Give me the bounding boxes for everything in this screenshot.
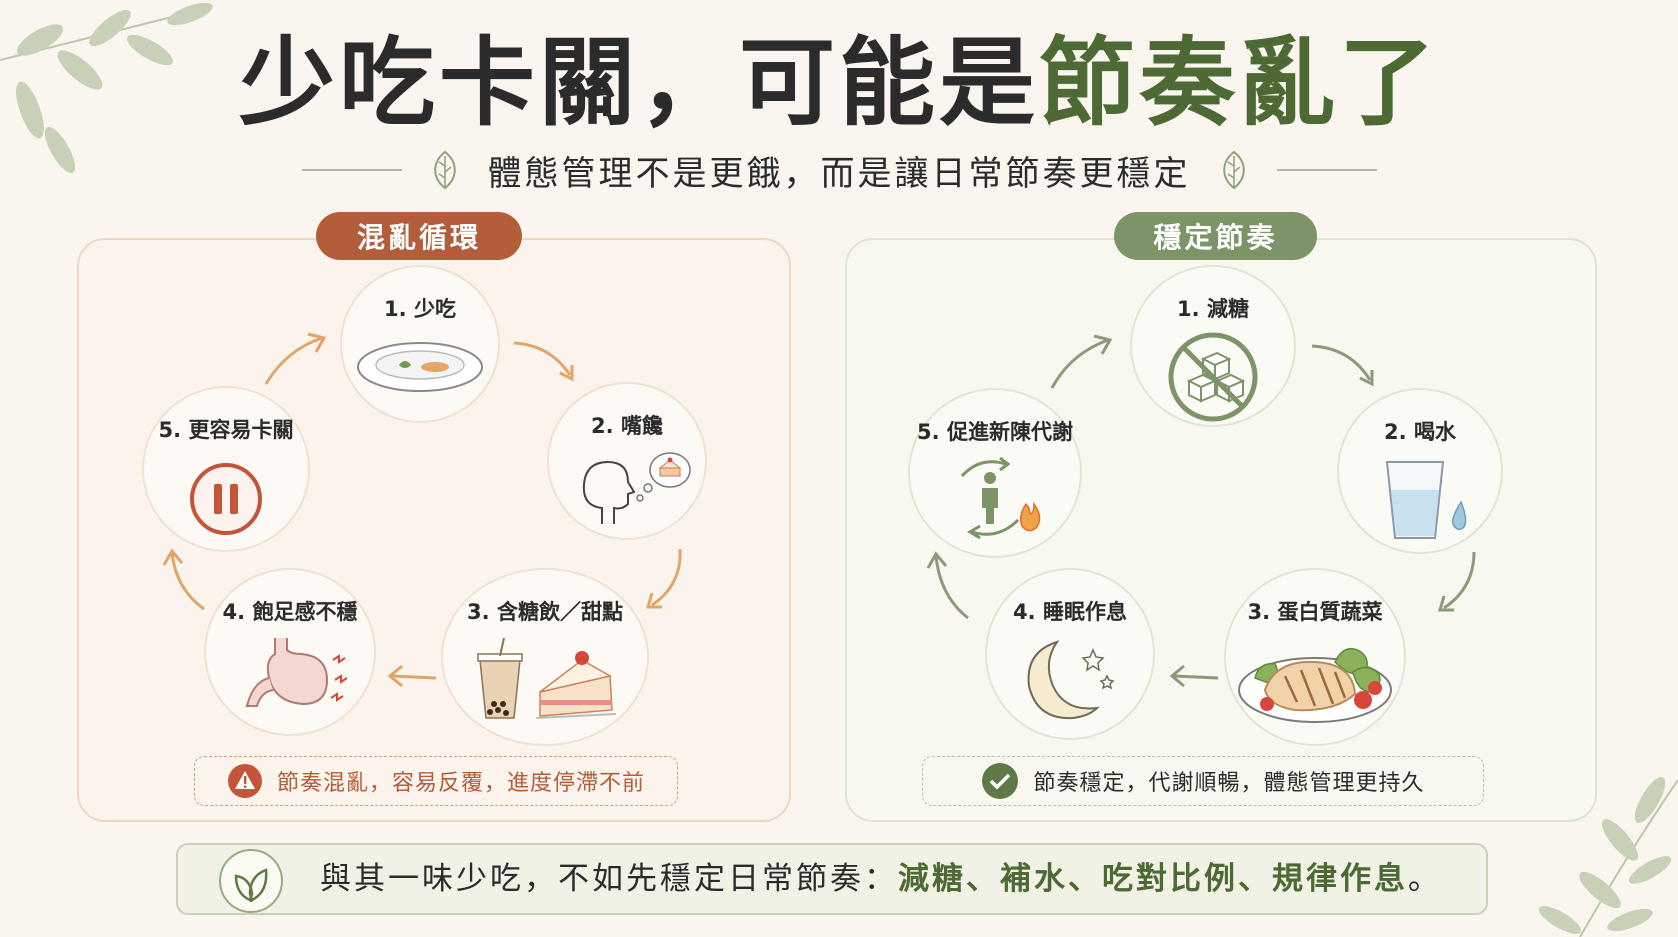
- stable-node-1: 1. 減糖: [1130, 265, 1296, 427]
- arrow-icon: [162, 548, 205, 611]
- pause-icon: [190, 463, 262, 535]
- craving-head-icon: [582, 452, 691, 524]
- node-label: 2. 嘴饞: [591, 414, 663, 438]
- leaves-icon: [219, 849, 283, 913]
- chicken-salad-icon: [1238, 647, 1392, 723]
- node-label: 3. 蛋白質蔬菜: [1247, 600, 1383, 624]
- node-label: 5. 促進新陳代謝: [917, 420, 1073, 444]
- footer-text: 與其一味少吃，不如先穩定日常節奏：減糖、補水、吃對比例、規律作息。: [320, 845, 1442, 913]
- check-circle-icon: [982, 763, 1019, 799]
- node-label: 4. 睡眠作息: [1013, 600, 1127, 624]
- stomach-icon: [245, 638, 348, 707]
- bubble-tea-cake-icon: [477, 637, 617, 719]
- page-title: 少吃卡關，可能是節奏亂了: [0, 28, 1678, 138]
- arrow-icon: [1050, 334, 1113, 389]
- stable-node-3: 3. 蛋白質蔬菜: [1224, 568, 1406, 746]
- subtitle-rule-left: [301, 169, 402, 171]
- leaf-icon: [433, 150, 456, 190]
- subtitle: 體態管理不是更餓，而是讓日常節奏更穩定: [487, 153, 1191, 194]
- stable-rhythm-pill: 穩定節奏: [1114, 212, 1317, 260]
- subtitle-row: 體態管理不是更餓，而是讓日常節奏更穩定: [0, 140, 1678, 200]
- leaf-branch-top-left-icon: [0, 2, 213, 173]
- stable-summary-banner: 節奏穩定，代謝順暢，體態管理更持久: [922, 756, 1484, 806]
- metabolism-person-icon: [960, 456, 1041, 540]
- water-glass-icon: [1385, 461, 1467, 539]
- arrow-icon: [1169, 664, 1219, 688]
- title-part-2-accent: 節奏亂了: [1039, 27, 1439, 139]
- no-sugar-icon: [1168, 332, 1258, 422]
- node-label: 1. 減糖: [1177, 297, 1249, 321]
- leaf-branch-bottom-right-icon: [1538, 777, 1678, 937]
- stable-node-5: 5. 促進新陳代謝: [908, 388, 1082, 558]
- arrow-icon: [513, 341, 574, 382]
- footer-tip-box: 與其一味少吃，不如先穩定日常節奏：減糖、補水、吃對比例、規律作息。: [176, 843, 1488, 915]
- node-label: 1. 少吃: [384, 297, 456, 321]
- moon-stars-icon: [1027, 640, 1115, 720]
- footer-end: 。: [1408, 861, 1442, 897]
- stable-banner-text: 節奏穩定，代謝順暢，體態管理更持久: [1033, 771, 1425, 796]
- chaos-banner-text: 節奏混亂，容易反覆，進度停滯不前: [276, 771, 645, 796]
- arrow-icon: [1311, 344, 1374, 387]
- chaos-node-5: 5. 更容易卡關: [142, 386, 310, 552]
- node-label: 4. 飽足感不穩: [222, 600, 358, 624]
- footer-lead: 與其一味少吃，不如先穩定日常節奏：: [320, 861, 898, 897]
- empty-plate-icon: [357, 342, 483, 392]
- leaf-icon: [1222, 150, 1245, 190]
- arrow-icon: [264, 332, 327, 385]
- footer-keywords: 減糖、補水、吃對比例、規律作息: [898, 861, 1408, 897]
- arrow-icon: [646, 548, 682, 609]
- chaos-node-1: 1. 少吃: [340, 265, 500, 423]
- chaos-node-4: 4. 飽足感不穩: [204, 568, 376, 736]
- arrow-icon: [387, 664, 437, 688]
- warning-icon: [227, 764, 262, 798]
- chaos-node-3: 3. 含糖飲／甜點: [441, 568, 649, 746]
- stable-node-4: 4. 睡眠作息: [985, 568, 1155, 740]
- node-label: 3. 含糖飲／甜點: [467, 600, 623, 624]
- chaos-summary-banner: 節奏混亂，容易反覆，進度停滯不前: [194, 756, 678, 806]
- stable-node-2: 2. 喝水: [1337, 388, 1503, 554]
- node-label: 2. 喝水: [1384, 420, 1456, 444]
- chaos-node-2: 2. 嘴饞: [547, 382, 707, 540]
- arrow-icon: [926, 551, 969, 620]
- arrow-icon: [1438, 551, 1476, 612]
- subtitle-rule-right: [1276, 169, 1377, 171]
- title-part-1: 少吃卡關，可能是: [239, 27, 1039, 139]
- chaos-cycle-pill: 混亂循環: [316, 212, 522, 260]
- node-label: 5. 更容易卡關: [158, 418, 294, 442]
